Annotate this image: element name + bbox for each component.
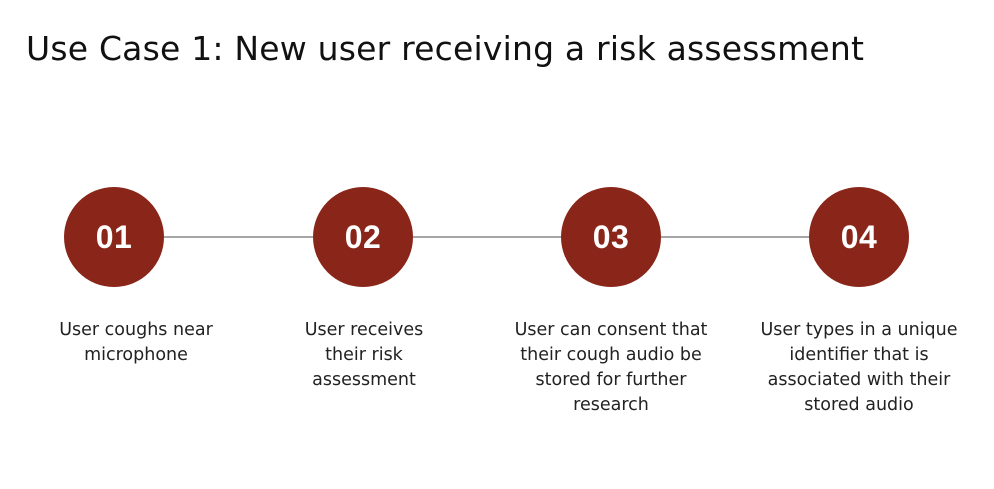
step-number-3: 03: [592, 218, 630, 255]
step-circle-2: 02: [313, 187, 413, 287]
step-description-1: User coughs near microphone: [59, 320, 213, 365]
page-title: Use Case 1: New user receiving a risk as…: [26, 29, 865, 68]
step-circle-1: 01: [64, 187, 164, 287]
step-number-2: 02: [344, 218, 382, 255]
step-circle-3: 03: [561, 187, 661, 287]
step-description-2: User receives their risk assessment: [304, 320, 424, 390]
timeline-connector-line: [114, 236, 860, 238]
step-description-4: User types in a unique identifier that i…: [760, 320, 958, 415]
step-number-4: 04: [840, 218, 878, 255]
step-number-1: 01: [95, 218, 133, 255]
step-description-3: User can consent that their cough audio …: [514, 320, 708, 415]
step-circle-4: 04: [809, 187, 909, 287]
